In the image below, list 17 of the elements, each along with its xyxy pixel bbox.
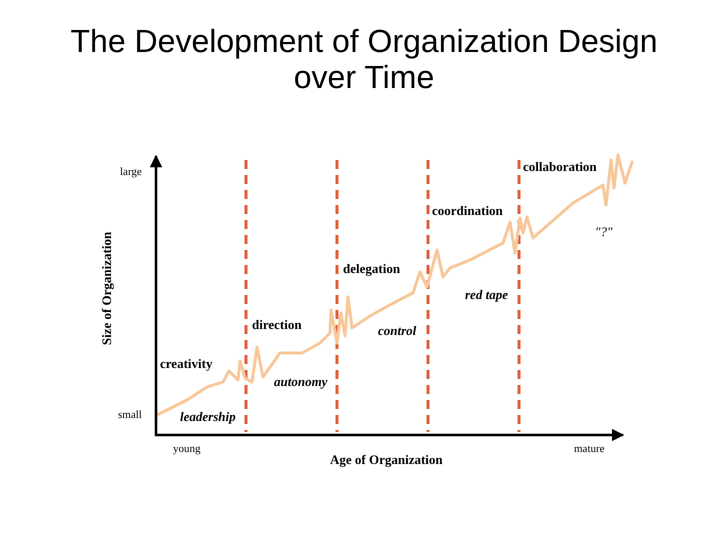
axis-title: Size of Organization [100, 231, 115, 345]
crisis-label: red tape [465, 288, 508, 303]
crisis-label: "?" [595, 225, 612, 240]
axis-end-label: young [173, 443, 200, 456]
slide-title: The Development of Organization Design over Time [70, 23, 658, 95]
axis-end-label: mature [574, 443, 605, 456]
phase-label: creativity [160, 357, 212, 372]
phase-label: collaboration [523, 160, 597, 175]
axis-end-label: large [120, 166, 142, 179]
phase-label: delegation [343, 262, 400, 277]
crisis-label: control [378, 324, 416, 339]
phase-label: direction [252, 318, 302, 333]
crisis-label: leadership [180, 410, 236, 425]
axis-title: Age of Organization [330, 453, 443, 468]
axis-end-label: small [118, 409, 142, 422]
phase-label: coordination [432, 204, 503, 219]
crisis-label: autonomy [274, 375, 328, 390]
